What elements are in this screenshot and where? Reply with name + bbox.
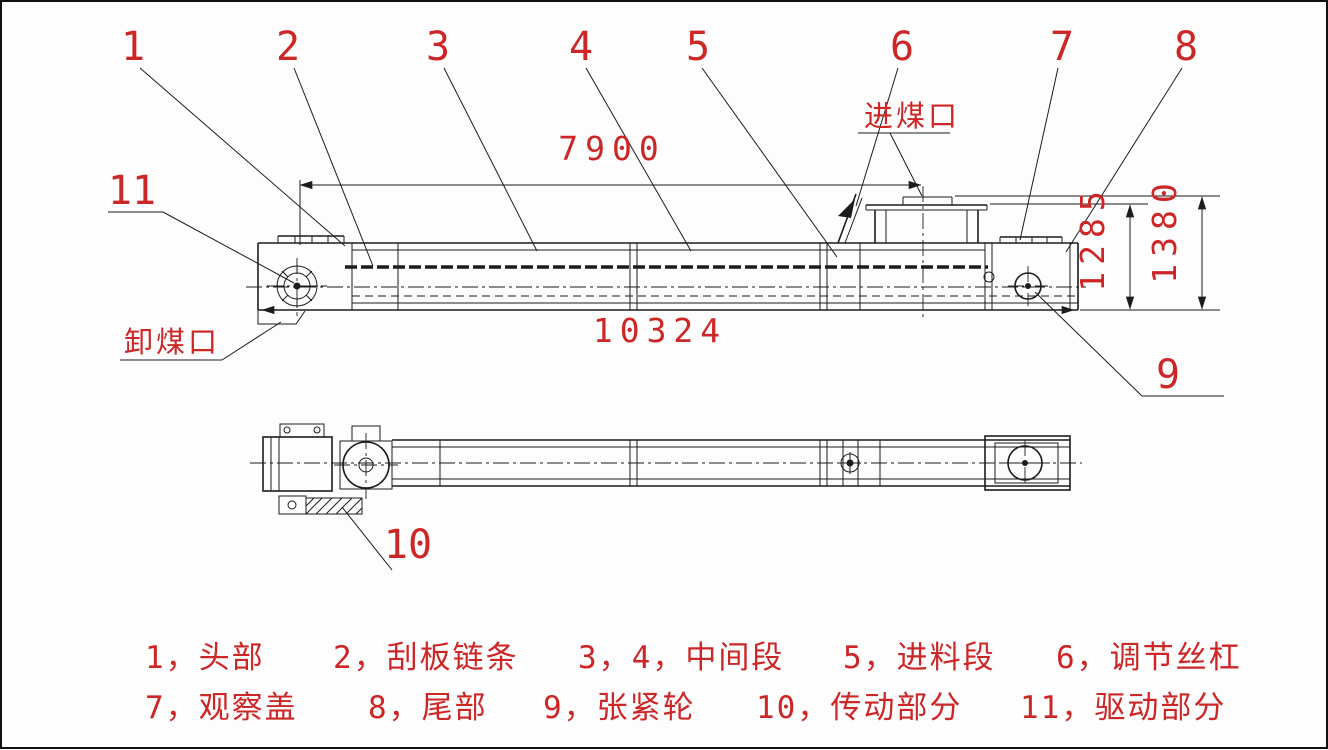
- dim-height-overall: 1380: [1145, 176, 1184, 283]
- callout-8: 8: [1174, 24, 1198, 70]
- adjusting-screw: [837, 193, 863, 244]
- legend-item-tension: 9，张紧轮: [543, 690, 696, 726]
- legend-item-head: 1，头部: [145, 640, 265, 676]
- plan-drive-section: [262, 423, 398, 515]
- callout-1: 1: [121, 24, 145, 70]
- callout-3: 3: [426, 24, 450, 70]
- callout-11: 11: [108, 168, 156, 214]
- legend-item-chain: 2，刮板链条: [333, 640, 519, 676]
- legend-item-tail: 8，尾部: [368, 690, 488, 726]
- tail-section: [983, 236, 1063, 306]
- legend-item-middle: 3，4，中间段: [578, 640, 784, 676]
- legend-item-screw: 6，调节丝杠: [1056, 640, 1242, 676]
- hatched-coupling-block: [305, 497, 363, 515]
- tension-wheel: [1008, 266, 1048, 306]
- annotations: 1 2 3 4 5 6 7 8 11 9 10 进煤口 卸煤口 7900 103…: [108, 24, 1198, 568]
- plan-tail-block: [984, 435, 1071, 491]
- legend-item-feed: 5，进料段: [843, 640, 996, 676]
- dim-upper-length: 7900: [558, 129, 665, 168]
- callout-7: 7: [1050, 24, 1074, 70]
- label-coal-outlet: 卸煤口: [124, 325, 220, 359]
- callout-6: 6: [890, 24, 914, 70]
- discharge-chute: [257, 310, 306, 325]
- legend-item-drive: 11，驱动部分: [1020, 690, 1226, 726]
- callout-5: 5: [686, 24, 710, 70]
- dim-height-inlet: 1285: [1073, 184, 1112, 291]
- coal-inlet-hopper: [865, 186, 988, 318]
- dim-overall-length: 10324: [593, 311, 727, 350]
- callout-4: 4: [569, 24, 593, 70]
- callout-9: 9: [1156, 352, 1180, 398]
- legend: 1，头部 2，刮板链条 3，4，中间段 5，进料段 6，调节丝杠 7，观察盖 8…: [145, 640, 1242, 726]
- callout-10: 10: [384, 522, 432, 568]
- leader-lines: [108, 67, 1224, 571]
- callout-2: 2: [276, 24, 300, 70]
- bolt-circle: [983, 271, 995, 283]
- label-coal-inlet: 进煤口: [864, 99, 960, 133]
- dimension-lines: [261, 180, 1220, 315]
- plan-sprocket: [839, 452, 861, 474]
- legend-item-transmission: 10，传动部分: [756, 690, 962, 726]
- plan-view: [250, 423, 1082, 515]
- legend-item-cover: 7，观察盖: [145, 690, 298, 726]
